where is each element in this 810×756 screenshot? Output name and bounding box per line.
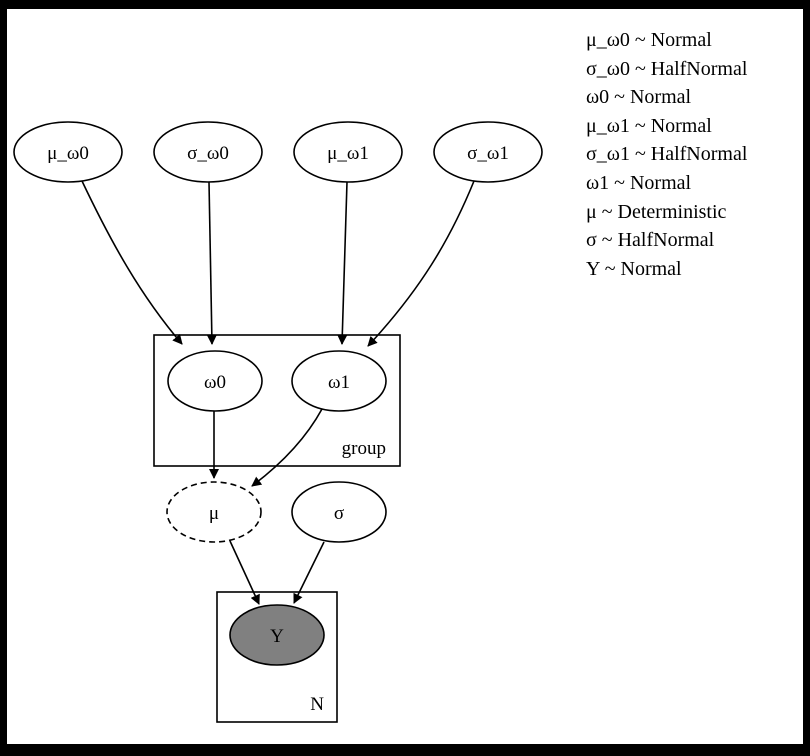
node-sigma-w0-label: σ_ω0 (187, 143, 229, 164)
legend-item: ω1 ~ Normal (586, 171, 692, 194)
legend-item: μ_ω0 ~ Normal (586, 29, 712, 51)
node-sigma-w1-label: σ_ω1 (467, 143, 509, 164)
model-graph: group N μ_ω0 σ_ω0 μ_ω1 (13, 121, 543, 723)
edge-mu-w0-to-w0 (81, 180, 183, 345)
node-sigma-label: σ (334, 503, 344, 524)
node-mu: μ (166, 481, 262, 543)
edges (81, 180, 475, 605)
edge-sigma-to-y (293, 541, 325, 604)
plate-n-label: N (310, 694, 324, 715)
plate-n: N (216, 591, 338, 723)
graph-canvas: group N μ_ω0 σ_ω0 μ_ω1 (7, 9, 803, 744)
node-w1-label: ω1 (328, 372, 350, 393)
node-w1: ω1 (291, 350, 387, 412)
edge-sigma-w0-to-w0 (206, 181, 217, 345)
node-y-label: Y (270, 626, 284, 647)
distribution-legend: μ_ω0 ~ Normal σ_ω0 ~ HalfNormal ω0 ~ Nor… (586, 26, 747, 283)
legend-item: μ_ω1 ~ Normal (586, 114, 712, 137)
legend-item: σ_ω0 ~ HalfNormal (586, 57, 748, 80)
node-mu-w0-label: μ_ω0 (47, 143, 89, 164)
node-sigma: σ (291, 481, 387, 543)
node-sigma-w0: σ_ω0 (153, 121, 263, 183)
edge-w1-to-mu (251, 408, 323, 487)
node-mu-w0: μ_ω0 (13, 121, 123, 183)
node-y-observed: Y (229, 604, 325, 666)
plate-group-label: group (342, 438, 386, 459)
legend-item: σ_ω1 ~ HalfNormal (586, 143, 748, 166)
edge-mu-to-y (229, 540, 260, 605)
node-w0-label: ω0 (204, 372, 226, 393)
legend-item: Y ~ Normal (586, 257, 682, 280)
legend-item: ω0 ~ Normal (586, 86, 692, 109)
node-sigma-w1: σ_ω1 (433, 121, 543, 183)
node-w0: ω0 (167, 350, 263, 412)
legend-item: σ ~ HalfNormal (586, 229, 715, 252)
node-mu-w1: μ_ω1 (293, 121, 403, 183)
legend-item: μ ~ Deterministic (586, 200, 727, 223)
node-mu-label: μ (209, 503, 219, 524)
edge-mu-w1-to-w1 (337, 181, 348, 345)
node-mu-w1-label: μ_ω1 (327, 143, 369, 164)
edge-sigma-w1-to-w1 (367, 180, 475, 347)
